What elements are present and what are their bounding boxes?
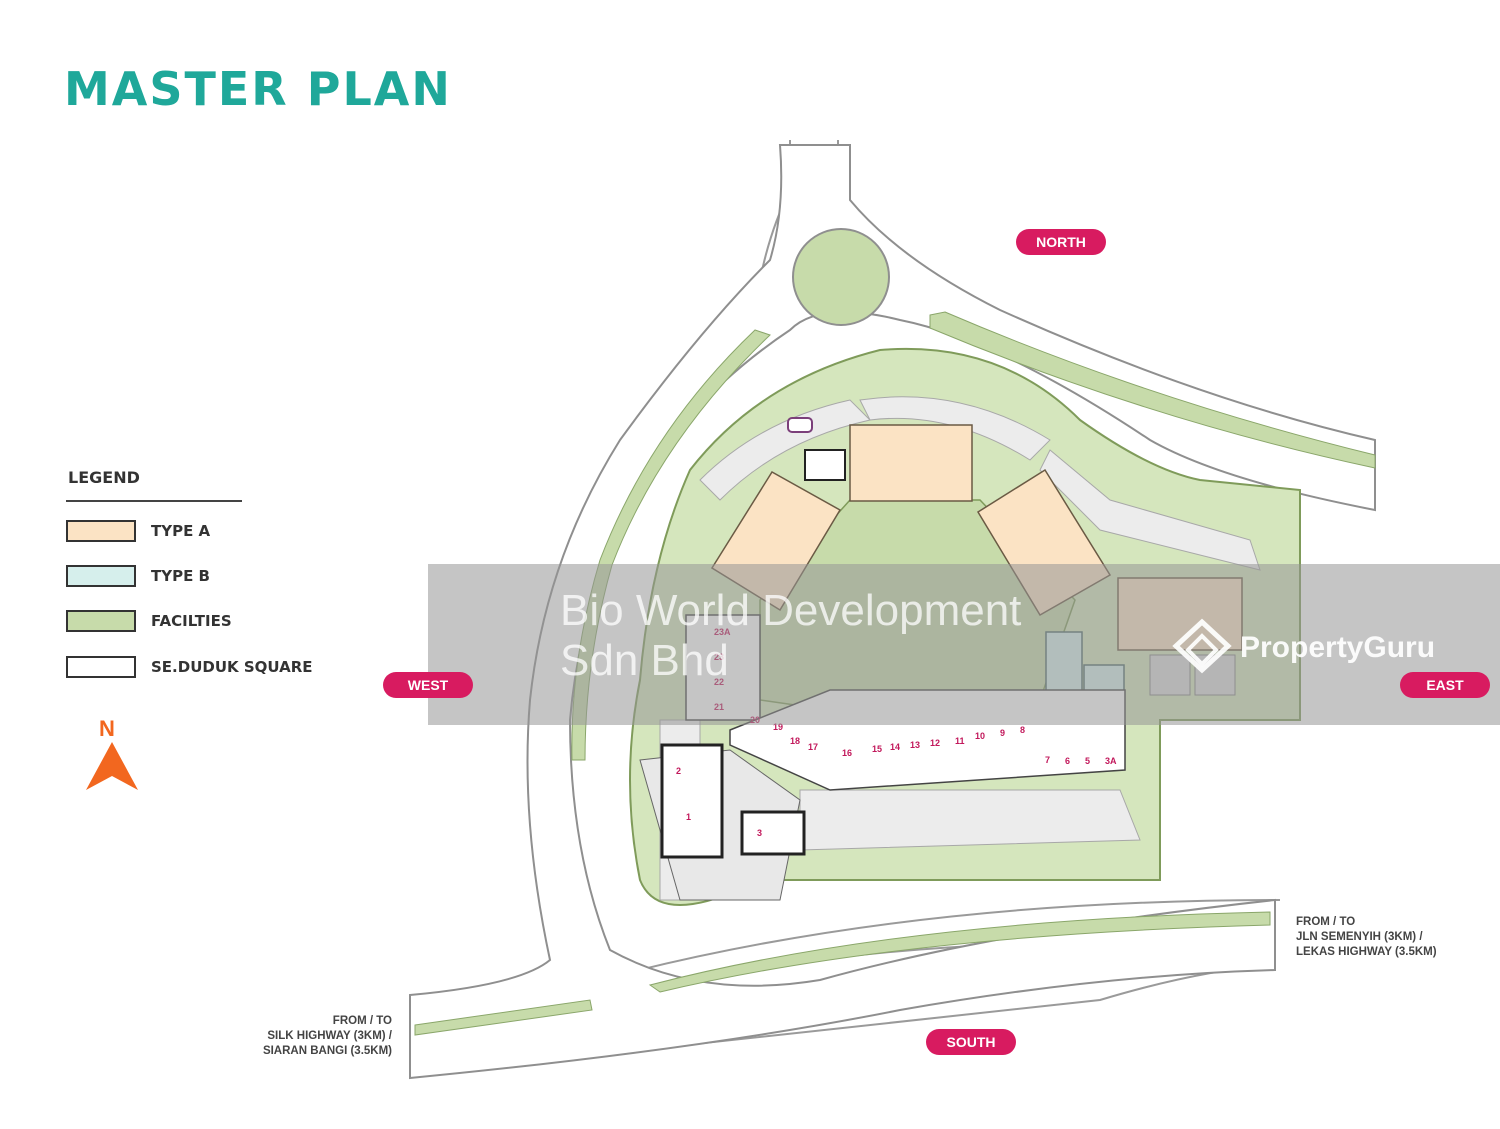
shop-lot-number-south: 9 (1000, 728, 1006, 738)
entrance-building (804, 449, 846, 481)
watermark-brand: PropertyGuru (1172, 618, 1435, 678)
shop-lot-number-south: 3A (1105, 756, 1117, 766)
shop-lot-number-south: 17 (808, 742, 819, 752)
tower-block-number: 3 (757, 828, 763, 838)
shop-lot-number-south: 5 (1085, 756, 1091, 766)
west-route-line-1: FROM / TO (332, 1015, 392, 1027)
watermark-brand-text: PropertyGuru (1240, 631, 1436, 664)
west-route-note: FROM / TO SILK HIGHWAY (3KM) / SIARAN BA… (244, 1014, 392, 1059)
east-label: EAST (1400, 672, 1490, 698)
west-route-line-2: SILK HIGHWAY (3KM) / (267, 1030, 392, 1042)
shop-lot-number-south: 16 (842, 748, 853, 758)
north-label: NORTH (1016, 229, 1106, 255)
tower-block-number: 1 (686, 812, 692, 822)
main-road-surface (409, 144, 1376, 1080)
legend-swatch-seduduk-square (66, 656, 136, 678)
legend-item-seduduk-square: SE.DUDUK SQUARE (66, 654, 313, 680)
shop-lot-number-south: 19 (773, 722, 784, 732)
east-route-line-3: LEKAS HIGHWAY (3.5KM) (1296, 946, 1437, 958)
east-route-note: FROM / TO JLN SEMENYIH (3KM) / LEKAS HIG… (1296, 915, 1437, 960)
legend-label-facilities: FACILTIES (151, 612, 232, 630)
shop-lot-number-south: 13 (910, 740, 921, 750)
shop-lot-number-south: 14 (890, 742, 901, 752)
shop-lot-number-south: 18 (790, 736, 801, 746)
legend-item-type-a: TYPE A (66, 518, 210, 544)
legend-item-type-b: TYPE B (66, 563, 210, 589)
guard-house (787, 417, 813, 433)
shop-lot-number-south: 8 (1020, 725, 1026, 735)
legend-heading: LEGEND (68, 468, 140, 487)
shop-lot-number-south: 10 (975, 731, 986, 741)
north-arrow-icon (86, 742, 138, 790)
legend-label-type-a: TYPE A (151, 522, 211, 540)
west-label: WEST (383, 672, 473, 698)
legend-swatch-type-a (66, 520, 136, 542)
shop-lot-number-south: 12 (930, 738, 941, 748)
shop-lot-number-south: 15 (872, 744, 883, 754)
legend-label-seduduk-square: SE.DUDUK SQUARE (151, 658, 313, 676)
south-label: SOUTH (926, 1029, 1016, 1055)
north-arrow-label: N (99, 716, 115, 741)
tower-blocks (660, 743, 806, 859)
legend-label-type-b: TYPE B (151, 567, 210, 585)
watermark-developer-text: Bio World Development Sdn Bhd (560, 586, 1021, 686)
east-route-line-2: JLN SEMENYIH (3KM) / (1296, 931, 1423, 943)
north-arrow: N (84, 716, 140, 796)
legend-swatch-type-b (66, 565, 136, 587)
legend-divider (66, 500, 242, 502)
green-medians (414, 311, 1376, 1036)
roundabout (792, 228, 890, 326)
watermark-developer-line-1: Bio World Development (560, 586, 1022, 635)
watermark-developer-line-2: Sdn Bhd (560, 636, 729, 685)
propertyguru-logo-icon (1172, 618, 1232, 674)
watermark-overlay (428, 564, 1500, 725)
shop-lot-number-south: 11 (955, 736, 965, 746)
east-route-line-1: FROM / TO (1296, 916, 1356, 928)
shop-lot-number-south: 7 (1045, 755, 1051, 765)
page-title: MASTER PLAN (64, 62, 452, 116)
tower-block-number: 2 (676, 766, 682, 776)
shop-lot-number-south: 6 (1065, 756, 1071, 766)
legend-item-facilities: FACILTIES (66, 608, 232, 634)
legend-swatch-facilities (66, 610, 136, 632)
west-route-line-3: SIARAN BANGI (3.5KM) (262, 1045, 392, 1057)
